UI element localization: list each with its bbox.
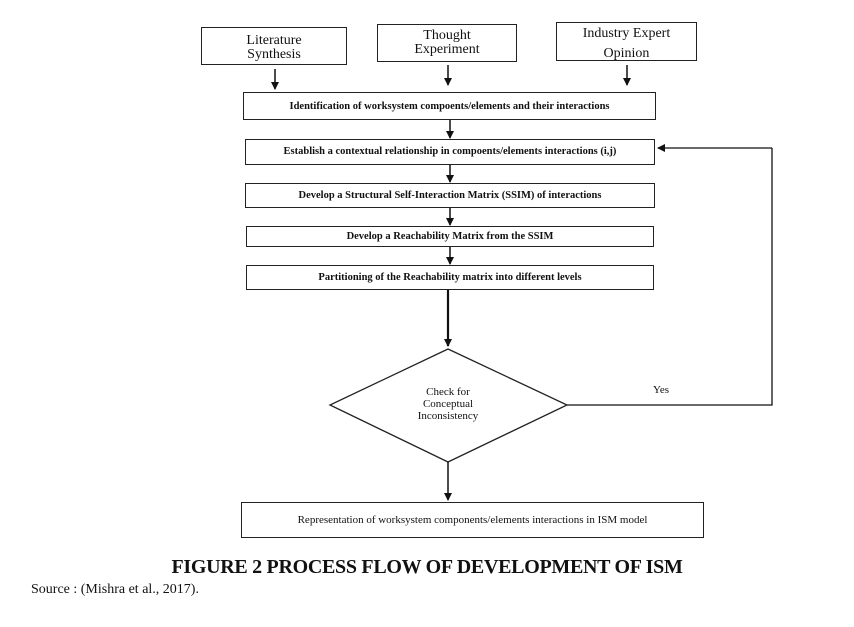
step-reachability-label: Develop a Reachability Matrix from the S… [346,231,554,242]
decision-label: Check for Conceptual Inconsistency [378,386,518,422]
figure-caption: FIGURE 2 PROCESS FLOW OF DEVELOPMENT OF … [171,556,683,578]
decision-line1: Check for [426,386,470,398]
step-contextual-relationship: Establish a contextual relationship in c… [245,139,655,165]
source-industry-line1: Industry Expert [582,26,671,41]
source-literature-line2: Synthesis [247,47,301,62]
step-final-label: Representation of worksystem components/… [297,514,648,526]
step-partitioning: Partitioning of the Reachability matrix … [246,265,654,290]
source-box-thought: Thought Experiment [377,24,517,62]
source-box-literature: Literature Synthesis [201,27,347,65]
feedback-loop-line [567,148,773,406]
decision-line2: Conceptual [422,398,474,410]
step-ssim-label: Develop a Structural Self-Interaction Ma… [298,190,602,201]
step-contextual-label: Establish a contextual relationship in c… [283,146,617,157]
source-thought-line1: Thought [423,28,471,43]
step-final-representation: Representation of worksystem components/… [241,502,704,538]
source-box-industry: Industry Expert Opinion [556,22,697,61]
step-identification: Identification of worksystem compoents/e… [243,92,656,120]
source-industry-line2: Opinion [603,46,650,61]
step-identification-label: Identification of worksystem compoents/e… [289,100,610,112]
decision-line3: Inconsistency [417,410,479,422]
source-note: Source : (Mishra et al., 2017). [31,582,199,597]
source-thought-line2: Experiment [414,42,480,57]
step-ssim: Develop a Structural Self-Interaction Ma… [245,183,655,208]
source-literature-line1: Literature [246,33,302,48]
yes-label: Yes [653,384,670,396]
step-partitioning-label: Partitioning of the Reachability matrix … [318,272,582,283]
step-reachability: Develop a Reachability Matrix from the S… [246,226,654,247]
